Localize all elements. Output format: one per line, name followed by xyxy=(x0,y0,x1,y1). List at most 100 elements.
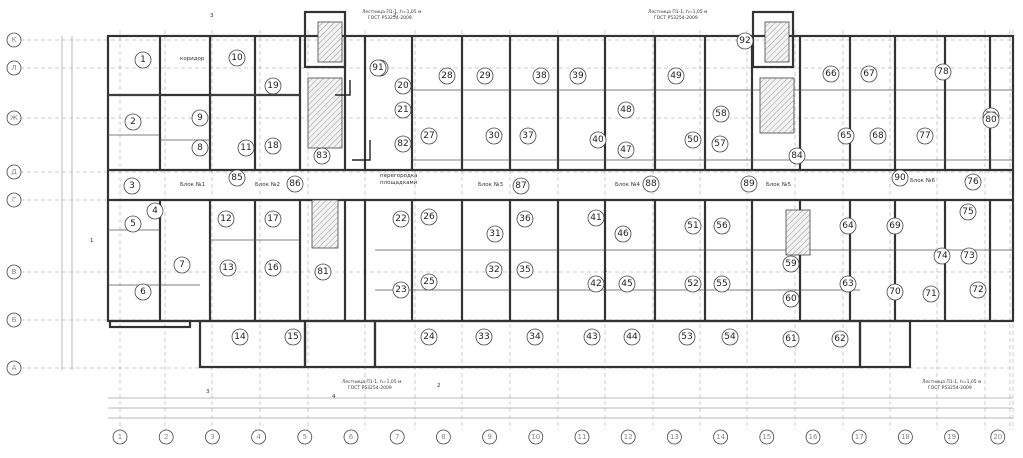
room-number: 81 xyxy=(317,267,328,277)
axis-bubble xyxy=(6,312,22,328)
room-number: 43 xyxy=(586,332,597,342)
room-number-circle xyxy=(134,51,152,69)
room-number: 70 xyxy=(889,287,901,297)
room-number: 88 xyxy=(645,179,657,189)
axis-label: Б xyxy=(12,316,17,324)
room-number: 75 xyxy=(962,207,973,217)
room-number-circle xyxy=(782,255,800,273)
room-number-circle xyxy=(713,217,731,235)
room-number-circle xyxy=(264,77,282,95)
room-number-circle xyxy=(134,283,152,301)
room-number-circle xyxy=(642,175,660,193)
room-number: 16 xyxy=(267,263,279,273)
room-number-circle xyxy=(667,67,685,85)
room-number-circle xyxy=(618,275,636,293)
room-number: 80 xyxy=(985,115,997,125)
room-number-circle xyxy=(146,202,164,220)
room-number: 1 xyxy=(140,55,146,65)
axis-label: 2 xyxy=(164,433,168,441)
ladder-bottom-left: Лестница П1-1, h=1,05 м xyxy=(342,379,401,385)
stair-wells xyxy=(307,21,811,256)
room-number-circle xyxy=(711,135,729,153)
room-number: 24 xyxy=(423,332,435,342)
room-number: 49 xyxy=(670,71,682,81)
room-number-circle xyxy=(286,175,304,193)
room-number: 60 xyxy=(785,294,797,304)
room-number: 40 xyxy=(592,135,604,145)
block5-label: Блок №5 xyxy=(766,182,791,188)
room-number: 9 xyxy=(197,113,203,123)
room-number: 36 xyxy=(519,214,531,224)
room-number: 78 xyxy=(937,67,949,77)
room-number: 5 xyxy=(130,219,136,229)
corridor-label: коридор xyxy=(180,56,205,62)
room-number: 44 xyxy=(626,332,638,342)
block1-label: Блок №1 xyxy=(180,182,205,188)
room-number-circle xyxy=(712,105,730,123)
axis-label: 8 xyxy=(441,433,445,441)
room-number-circle xyxy=(264,259,282,277)
axis-label: 5 xyxy=(303,433,307,441)
room-number: 22 xyxy=(395,214,406,224)
room-number-circle xyxy=(123,177,141,195)
room-number-circle xyxy=(721,328,739,346)
block6-label: Блок №6 xyxy=(910,178,935,184)
axis-bubble xyxy=(944,429,959,445)
room-number-circle xyxy=(678,328,696,346)
room-number: 91 xyxy=(372,63,383,73)
axis-bubble xyxy=(528,429,544,445)
room-number: 64 xyxy=(842,221,854,231)
axis-label: 14 xyxy=(716,433,725,441)
room-number: 19 xyxy=(267,81,279,91)
elevator-marks xyxy=(335,80,371,161)
room-number-circle xyxy=(934,63,952,81)
axis-label: 19 xyxy=(947,433,956,441)
room-number: 54 xyxy=(724,332,736,342)
room-number: 92 xyxy=(739,36,750,46)
room-number: 52 xyxy=(687,279,698,289)
axis-label: 1 xyxy=(118,433,122,441)
axis-label: Д xyxy=(11,168,17,176)
ladder-top-left: Лестница П1-1, h=1,05 м xyxy=(362,9,421,15)
room-number-circle xyxy=(394,101,412,119)
room-number: 59 xyxy=(785,259,797,269)
axis-label: Л xyxy=(11,64,16,72)
ladder-top-right: Лестница П1-1, h=1,05 м xyxy=(648,9,707,15)
axis-label: Ж xyxy=(10,114,18,122)
room-number: 73 xyxy=(963,251,974,261)
room-number: 87 xyxy=(515,181,526,191)
room-number-circle xyxy=(617,101,635,119)
room-number-circle xyxy=(486,225,504,243)
axis-bubble xyxy=(6,360,22,376)
block3-label: Блок №3 xyxy=(478,182,503,188)
axis-label: 12 xyxy=(624,433,633,441)
axis-bubble xyxy=(297,429,313,445)
room-number-circle xyxy=(587,209,605,227)
room-number: 33 xyxy=(478,332,489,342)
room-number-circle xyxy=(982,111,1000,129)
axis-label: А xyxy=(12,364,17,372)
axis-bubble xyxy=(6,60,22,76)
room-number: 65 xyxy=(840,131,851,141)
room-number: 18 xyxy=(267,141,279,151)
axis-bubble xyxy=(6,110,22,126)
room-number-circle xyxy=(788,147,806,165)
room-number: 11 xyxy=(240,143,251,153)
room-number: 86 xyxy=(289,179,301,189)
room-number-circle xyxy=(217,210,235,228)
room-number: 8 xyxy=(197,143,203,153)
room-number-circle xyxy=(519,127,537,145)
room-number-circle xyxy=(822,65,840,83)
room-number-circle xyxy=(736,32,754,50)
room-number: 27 xyxy=(423,131,434,141)
axis-bubble xyxy=(389,429,405,445)
room-number-circle xyxy=(228,49,246,67)
room-number-circle xyxy=(589,131,607,149)
room-number: 57 xyxy=(714,139,725,149)
room-number: 82 xyxy=(397,139,408,149)
room-number: 55 xyxy=(716,279,727,289)
room-number-circle xyxy=(438,67,456,85)
room-number: 56 xyxy=(716,221,728,231)
room-number: 17 xyxy=(267,214,278,224)
room-number-circle xyxy=(420,208,438,226)
